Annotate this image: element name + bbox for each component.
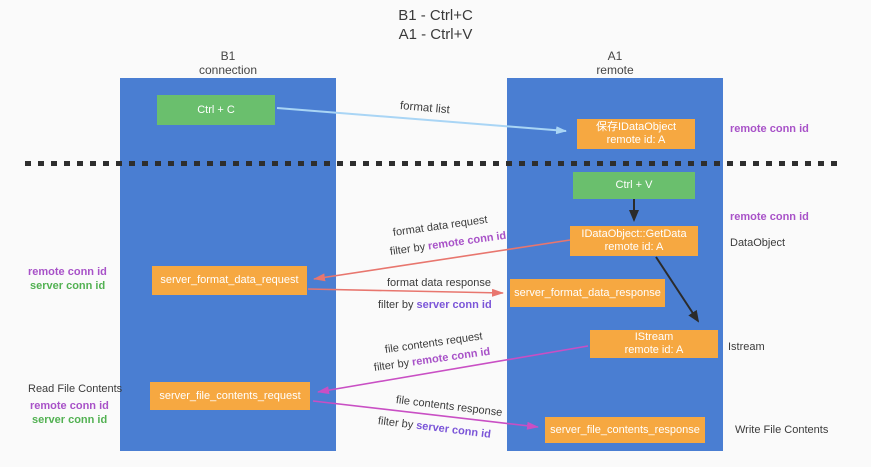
server-file-contents-response-label: server_file_contents_response <box>550 423 700 436</box>
server-file-contents-request-box: server_file_contents_request <box>150 382 310 410</box>
ctrl-c-label: Ctrl + C <box>197 103 235 116</box>
save-dataobject-line2: remote id: A <box>606 134 666 146</box>
ctrl-v-label: Ctrl + V <box>615 179 653 191</box>
filter-by-text: filter by <box>378 299 414 311</box>
server-format-data-response-box: server_format_data_response <box>510 279 665 307</box>
ctrl-v-box: Ctrl + V <box>573 172 695 199</box>
right-remote-conn-id-mid-label: remote conn id <box>730 211 809 223</box>
server-format-data-request-box: server_format_data_request <box>152 266 307 295</box>
file-contents-response-label: file contents response <box>395 394 503 419</box>
filter-by-text: filter by <box>389 241 426 258</box>
left-remote-conn-id-1-label: remote conn id <box>28 266 107 278</box>
title-line-2: A1 - Ctrl+V <box>398 26 473 43</box>
format-response-arrow <box>307 288 504 297</box>
lane-b1-subtitle: connection <box>198 63 258 77</box>
istream-side-label: Istream <box>728 341 765 353</box>
filter-by-text: filter by <box>377 415 414 432</box>
server-format-data-response-label: server_format_data_response <box>514 286 661 299</box>
istream-line2: remote id: A <box>624 344 684 356</box>
title-line-1: B1 - Ctrl+C <box>398 7 473 24</box>
remote-conn-id-text: remote conn id <box>427 229 508 253</box>
server-format-data-request-label: server_format_data_request <box>160 274 299 286</box>
page-title: B1 - Ctrl+C A1 - Ctrl+V <box>0 6 871 44</box>
lane-a1-subtitle: remote <box>596 63 634 77</box>
dashed-separator-line <box>25 161 840 166</box>
save-dataobject-line1: 保存IDataObject <box>595 121 677 133</box>
getdata-line1: IDataObject::GetData <box>581 228 687 240</box>
format-data-response-label: format data response <box>387 277 491 289</box>
ctrl-c-box: Ctrl + C <box>157 95 275 125</box>
lane-header-a1: A1 remote <box>507 49 723 77</box>
istream-box: IStream remote id: A <box>590 330 718 358</box>
save-dataobject-box: 保存IDataObject remote id: A <box>577 119 695 149</box>
lane-header-b1: B1 connection <box>120 49 336 77</box>
write-file-contents-label: Write File Contents <box>735 424 829 436</box>
format-list-label: format list <box>399 100 451 117</box>
istream-line1: IStream <box>634 331 674 343</box>
dataobject-label: DataObject <box>730 237 786 249</box>
server-conn-id-text: server conn id <box>415 419 492 441</box>
getdata-line2: remote id: A <box>604 241 664 253</box>
server-file-contents-response-box: server_file_contents_response <box>545 417 705 443</box>
server-conn-id-text: server conn id <box>416 299 492 311</box>
filter-by-text: filter by <box>373 357 410 374</box>
right-remote-conn-id-top-label: remote conn id <box>730 123 809 135</box>
left-remote-conn-id-2-label: remote conn id <box>30 400 109 412</box>
server-file-contents-request-label: server_file_contents_request <box>159 389 301 402</box>
left-server-conn-id-2-label: server conn id <box>32 414 108 426</box>
read-file-contents-label: Read File Contents <box>28 383 123 395</box>
getdata-box: IDataObject::GetData remote id: A <box>570 226 698 256</box>
lane-b1-title: B1 <box>220 49 236 63</box>
lane-a1-title: A1 <box>607 49 623 63</box>
left-server-conn-id-1-label: server conn id <box>30 280 106 292</box>
